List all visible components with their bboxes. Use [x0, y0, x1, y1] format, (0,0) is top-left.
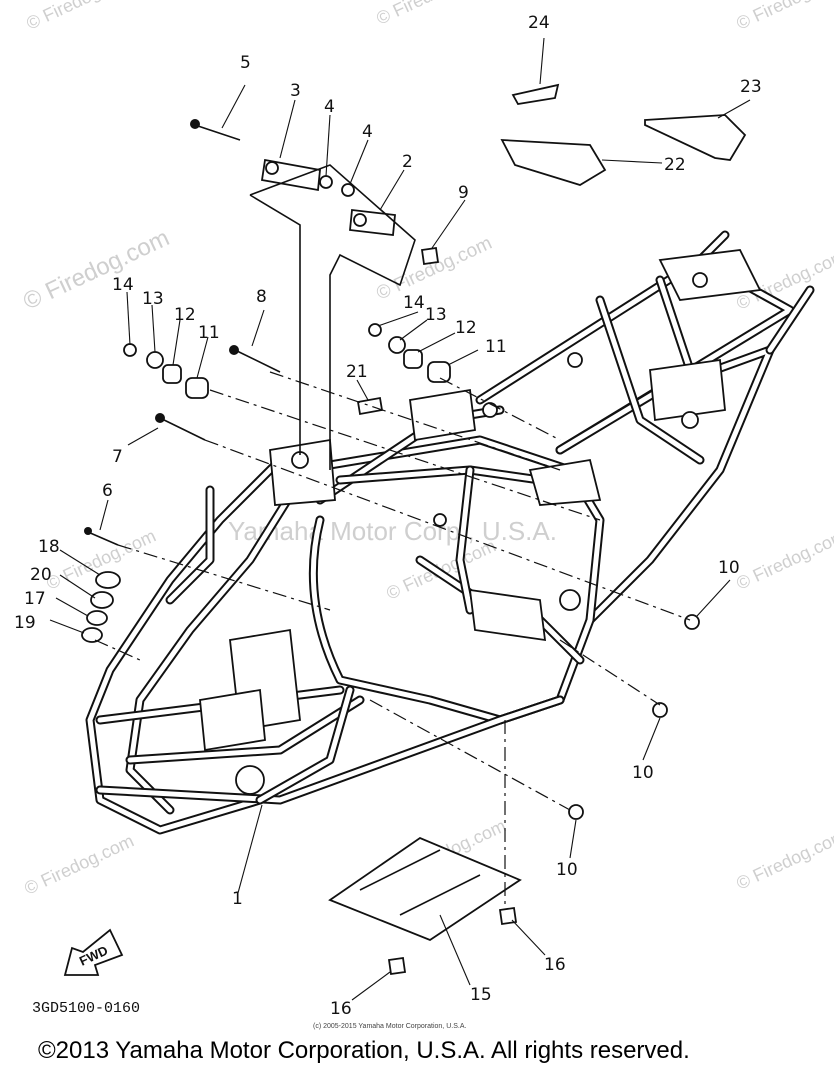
- fwd-arrow: FWD: [63, 928, 124, 976]
- callout-7: 7: [112, 447, 123, 467]
- leader-lines: [49, 37, 751, 1001]
- callout-19: 19: [14, 613, 36, 633]
- loose-parts: [81, 83, 747, 976]
- watermark-brand: © Firedog.com: [23, 0, 139, 34]
- callout-17: 17: [24, 589, 46, 609]
- callout-16b: 16: [330, 999, 352, 1019]
- callout-13b: 13: [425, 305, 447, 325]
- watermark-brand: © Firedog.com: [733, 825, 834, 893]
- callout-24: 24: [528, 13, 550, 33]
- callout-4a: 4: [324, 97, 335, 117]
- watermark-brand: © Firedog.com: [373, 0, 489, 29]
- callout-22: 22: [664, 155, 686, 175]
- watermark-brand: © Firedog.com: [373, 233, 495, 305]
- callout-16a: 16: [544, 955, 566, 975]
- callout-3: 3: [290, 81, 301, 101]
- callout-12b: 12: [455, 318, 477, 338]
- callout-11a: 11: [198, 323, 220, 343]
- callout-18: 18: [38, 537, 60, 557]
- callout-23: 23: [740, 77, 762, 97]
- part-code: 3GD5100-0160: [32, 1000, 140, 1017]
- callout-layer: 1 2 3 4 4 5 6 7 8 9 10 10 10 11 11 12 12…: [14, 13, 762, 1019]
- callout-14a: 14: [112, 275, 134, 295]
- footer-copyright: ©2013 Yamaha Motor Corporation, U.S.A. A…: [38, 1037, 690, 1064]
- callout-10a: 10: [718, 558, 740, 578]
- callout-10c: 10: [556, 860, 578, 880]
- watermark-brand: © Firedog.com: [733, 525, 834, 593]
- callout-15: 15: [470, 985, 492, 1005]
- watermark-brand: © Firedog.com: [21, 830, 137, 898]
- callout-10b: 10: [632, 763, 654, 783]
- callout-6: 6: [102, 481, 113, 501]
- callout-13a: 13: [142, 289, 164, 309]
- callout-2: 2: [402, 152, 413, 172]
- callout-5: 5: [240, 53, 251, 73]
- watermark-corp: Yamaha Motor Corp., U.S.A.: [228, 516, 557, 546]
- callout-14b: 14: [403, 293, 425, 313]
- fwd-arrow-icon: [63, 928, 124, 976]
- callout-21: 21: [346, 362, 368, 382]
- callout-1: 1: [232, 889, 243, 909]
- frame-assembly: [85, 230, 815, 835]
- callout-12a: 12: [174, 305, 196, 325]
- callout-8: 8: [256, 287, 267, 307]
- watermark-brand: © Firedog.com: [733, 0, 834, 34]
- callout-9: 9: [458, 183, 469, 203]
- small-copyright: (c) 2005-2015 Yamaha Motor Corporation, …: [313, 1023, 466, 1030]
- callout-4b: 4: [362, 122, 373, 142]
- callout-20: 20: [30, 565, 52, 585]
- callout-11b: 11: [485, 337, 507, 357]
